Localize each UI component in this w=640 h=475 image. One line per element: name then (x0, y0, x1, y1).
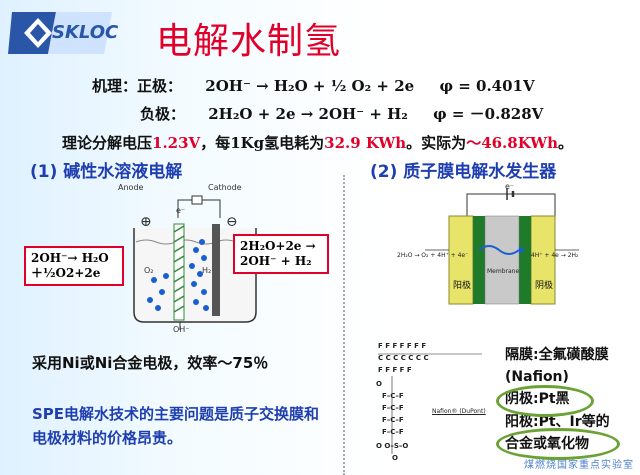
anode-reaction-line1: 2OH⁻→ H₂O (31, 251, 109, 265)
cathode-reaction-box: 2H₂O+2e → 2OH⁻ + H₂ (233, 234, 329, 274)
mechanism-label: 机理： (92, 77, 138, 95)
anode-text-line1: 阳极:Pt、Ir等的 (505, 414, 610, 430)
pem-cathode-label: 阴极 (535, 281, 554, 291)
spe-text: SPE电解水技术的主要问题是质子交换膜和电极材料的价格昂贵。 (32, 405, 320, 447)
anode-label: Anode (118, 183, 144, 192)
section1-title: (1) 碱性水溶液电解 (30, 162, 183, 182)
cathode-reaction-line1: 2H₂O+2e → (240, 239, 316, 253)
anode-text-line2: 合金或氧化物 (505, 436, 589, 452)
pem-svg (425, 188, 579, 305)
logo-text: SKLOC (52, 22, 119, 43)
nafion-structure: F F F F F F F C C C C C C C F F F F F O … (372, 336, 497, 466)
anode-reaction-line2: ＋½O2+2e (31, 266, 101, 280)
theory-actual: ～46.8KWh (466, 134, 558, 152)
svg-text:F–C–F: F–C–F (382, 392, 404, 400)
pem-right-reaction: 4H⁺ + 4e → 2H₂ (531, 252, 579, 259)
svg-text:F F F F F F F: F F F F F F F (378, 342, 426, 350)
positive-equation: 2OH⁻ → H₂O + ½ O₂ + 2e (205, 77, 415, 95)
o2-label: O₂ (144, 266, 154, 275)
theory-energy: 32.9 KWh (324, 134, 407, 152)
pem-diagram: e⁻ 2H₂O → O₂ + 4H⁺ + 4e⁻ 4H⁺ + 4e → 2H₂ … (395, 180, 585, 310)
svg-text:F–C–F: F–C–F (382, 428, 404, 436)
membrane-text: 隔膜:全氟磺酸膜 (Nafion) (505, 344, 609, 388)
pem-left-reaction: 2H₂O → O₂ + 4H⁺ + 4e⁻ (397, 252, 469, 259)
electron-label: e⁻ (176, 206, 186, 215)
skloc-logo-icon (8, 12, 112, 54)
svg-text:O: O (392, 454, 398, 462)
footer-lab-name: 煤燃烧国家重点实验室 (524, 460, 634, 471)
negative-potential: φ = －0.828V (433, 105, 544, 123)
bubbles (147, 239, 209, 311)
membrane-text-line1: 隔膜:全氟磺酸膜 (505, 347, 609, 363)
cathode-label: Cathode (208, 183, 242, 192)
membrane-text-line2: (Nafion) (505, 369, 569, 385)
plus-sign: ⊕ (140, 214, 152, 230)
svg-text:F–C–F: F–C–F (382, 416, 404, 424)
cathode-reaction-line2: 2OH⁻ + H₂ (240, 254, 312, 268)
theory-mid2: 。实际为 (406, 134, 467, 152)
oh-label: OH⁻ (173, 325, 190, 334)
anode-text: 阳极:Pt、Ir等的 合金或氧化物 (505, 411, 610, 455)
positive-potential: φ = 0.401V (439, 77, 535, 95)
theory-line: 理论分解电压1.23V，每1Kg氢电耗为32.9 KWh。实际为～46.8KWh… (62, 132, 573, 153)
minus-sign: ⊖ (226, 214, 238, 230)
alkaline-cell-svg (133, 195, 257, 330)
positive-label: 正极： (137, 77, 183, 95)
theory-suffix: 。 (557, 134, 573, 152)
nafion-structure-svg: F F F F F F F C C C C C C C F F F F F O … (376, 342, 482, 462)
alkaline-cell-diagram: Anode Cathode e⁻ ⊕ ⊖ O₂ H₂ OH⁻ (100, 180, 280, 335)
svg-text:F F F F F: F F F F F (378, 366, 412, 374)
svg-text:F–C–F: F–C–F (382, 404, 404, 412)
nafion-label: Nafion® (DuPont) (432, 408, 486, 415)
column-divider (343, 175, 345, 475)
pem-electron-label: e⁻ (505, 182, 515, 191)
svg-text:O: O (376, 380, 382, 388)
h2-label: H₂ (202, 266, 212, 275)
anode-reaction-box: 2OH⁻→ H₂O ＋½O2+2e (24, 246, 124, 286)
negative-equation: 2H₂O + 2e → 2OH⁻ + H₂ (208, 105, 408, 123)
negative-label: 负极： (140, 105, 186, 123)
mechanism-negative-line: 负极： 2H₂O + 2e → 2OH⁻ + H₂ φ = －0.828V (140, 103, 543, 124)
membrane-label: Membrane (487, 268, 520, 275)
theory-voltage: 1.23V (152, 134, 201, 152)
page-title: 电解水制氢 (156, 21, 342, 62)
svg-text:C C C C C C C: C C C C C C C (378, 354, 429, 362)
pem-anode-label: 阳极 (453, 281, 472, 291)
logo: SKLOC (8, 8, 118, 58)
electrode-text: 采用Ni或Ni合金电极，效率～75％ (32, 354, 269, 372)
theory-mid: ，每1Kg氢电耗为 (200, 134, 325, 152)
theory-prefix: 理论分解电压 (62, 134, 153, 152)
mechanism-positive-line: 机理：正极： 2OH⁻ → H₂O + ½ O₂ + 2e φ = 0.401V (92, 75, 535, 96)
section2-title: (2) 质子膜电解水发生器 (370, 162, 557, 182)
cathode-text: 阴极:Pt黑 (505, 391, 570, 407)
